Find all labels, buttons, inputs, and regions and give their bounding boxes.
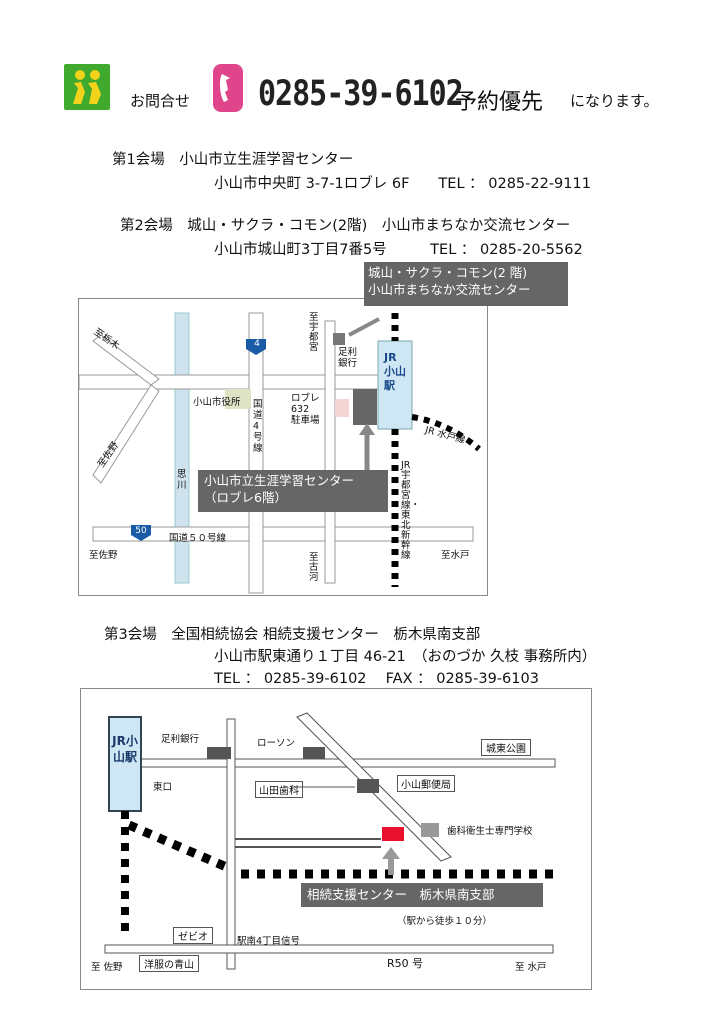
inquiry-label: お問合せ (130, 92, 191, 110)
label-to-koga: 至古河 (309, 552, 319, 583)
map-venue1-2: 至栃木 至佐野 至宇都宮 4 50 小山市役所 国道4号線 思川 足利銀行 ロブ… (78, 298, 488, 596)
suffix-label: になります。 (570, 92, 659, 110)
callout-center: 相続支援センター 栃木県南支部 (301, 883, 543, 907)
label-ashikaga-bank-2: 足利銀行 (161, 734, 200, 745)
label-national-road-50: 国道５０号線 (169, 533, 227, 544)
venue3-tel-fax: TEL ： 0285-39-6102 FAX ： 0285-39-6103 (214, 671, 539, 687)
label-oyama-post: 小山郵便局 (397, 775, 455, 792)
phone-icon (213, 64, 243, 112)
priority-label: 予約優先 (455, 90, 544, 115)
logo-icon (64, 64, 110, 110)
label-lawson: ローソン (257, 738, 296, 749)
label-city-hall: 小山市役所 (193, 397, 241, 408)
callout-venue2: 城山・サクラ・コモン(2 階) 小山市まちなか交流センター (364, 262, 568, 306)
label-ekinan-road: 駅南4丁目信号 (237, 936, 301, 947)
venue1-heading: 第1会場 小山市立生涯学習センター (112, 152, 354, 168)
label-roble-parking: ロブレ 632 駐車場 (291, 393, 320, 426)
label-national-road-4: 国道4号線 (253, 399, 263, 454)
label-to-mito: 至水戸 (441, 550, 470, 561)
label-r50: R50 号 (387, 957, 424, 970)
venue2-address: 小山市城山町3丁目7番5号 TEL ： 0285-20-5562 (214, 242, 583, 258)
callout-venue1: 小山市立生涯学習センター （ロブレ6階） (198, 470, 388, 512)
venue3-heading: 第3会場 全国相続協会 相続支援センター 栃木県南支部 (104, 627, 481, 643)
callout-venue2-line1: 城山・サクラ・コモン(2 階) (368, 265, 528, 280)
label-jr-tohoku-line: JR宇都宮線・東北新幹線 (401, 460, 421, 561)
label-to-mito-2: 至 水戸 (515, 962, 547, 973)
label-aoyama: 洋服の青山 (139, 955, 199, 972)
label-jr-station-1: JR小山駅 (384, 351, 406, 392)
venue1-address: 小山市中央町 3-7-1ロブレ 6F TEL ： 0285-22-9111 (214, 176, 591, 192)
label-east-exit: 東口 (153, 782, 173, 793)
label-ashikaga-bank: 足利銀行 (338, 347, 358, 369)
venue3-address: 小山市駅東通り１丁目 46-21 （おのづか 久枝 事務所内） (214, 649, 597, 665)
phone-number[interactable]: 0285-39-6102 (258, 74, 464, 115)
callout-venue1-line2: （ロブレ6階） (204, 490, 287, 505)
label-zebio: ゼビオ (173, 927, 213, 944)
label-to-sano: 至佐野 (89, 550, 118, 561)
label-jr-station-2: JR小山駅 (112, 734, 138, 764)
label-dental-school: 歯科衛生士専門学校 (447, 826, 533, 837)
venue2-heading: 第2会場 城山・サクラ・コモン(2階) 小山市まちなか交流センター (120, 218, 571, 234)
callout-venue2-line2: 小山市まちなか交流センター (368, 282, 531, 297)
route50-badge: 50 (135, 526, 147, 536)
label-to-utsunomiya: 至宇都宮 (309, 312, 319, 353)
label-to-sano-2: 至 佐野 (91, 962, 123, 973)
label-joto-park: 城東公園 (481, 739, 531, 756)
label-yamada-dental: 山田歯科 (255, 781, 303, 798)
label-omoigawa: 思川 (177, 469, 187, 491)
callout-venue1-line1: 小山市立生涯学習センター (204, 473, 355, 488)
label-walk-note: （駅から徒歩１０分） (397, 916, 493, 927)
map-venue3: JR小山駅 足利銀行 ローソン 城東公園 東口 山田歯科 小山郵便局 歯科衛生士… (80, 688, 592, 990)
route4-badge: 4 (254, 339, 260, 349)
